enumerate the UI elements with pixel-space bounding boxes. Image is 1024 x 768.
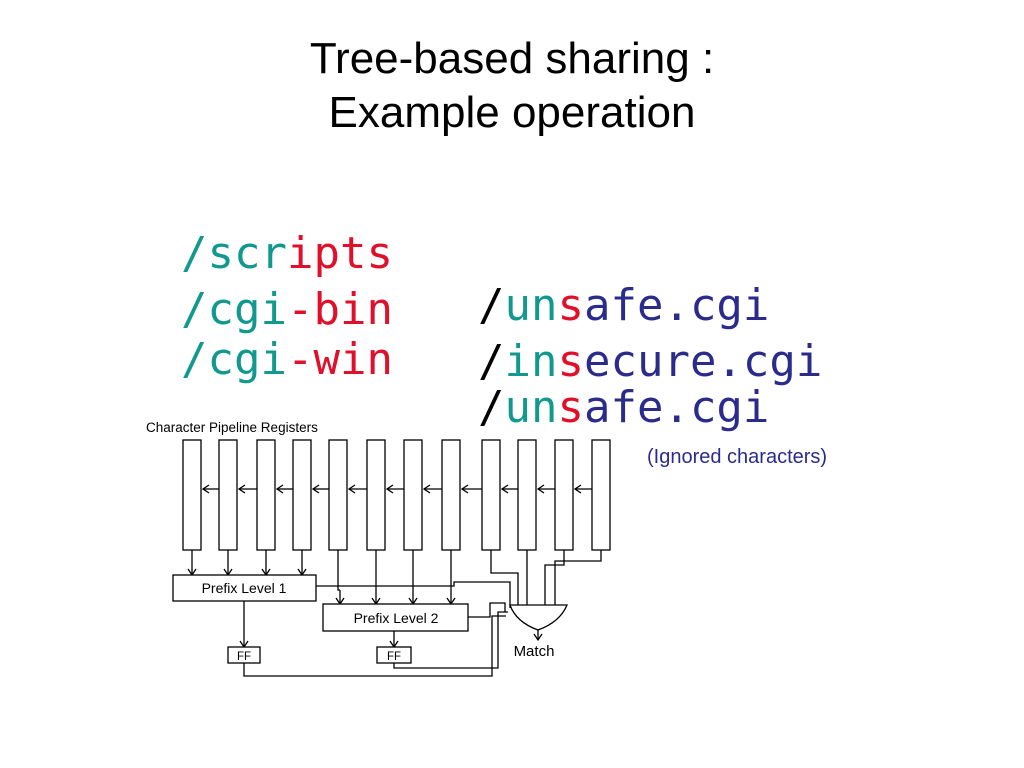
pipeline-register-1 [182, 439, 202, 551]
string-cgi-bin: /cgi-bin [181, 288, 393, 332]
right-string-3-segment-3: afe.cgi [583, 382, 770, 433]
registers-label: Character Pipeline Registers [146, 420, 318, 435]
right-string-3-segment-1: un [504, 382, 558, 433]
pipeline-register-8 [441, 439, 461, 551]
pipeline-register-12 [591, 439, 611, 551]
left-string-1-segment-1: scr [207, 228, 287, 279]
diagram-wires [187, 484, 602, 677]
pipeline-register-11 [554, 439, 574, 551]
left-string-1-segment-2: ipts [286, 228, 393, 279]
left-string-1-segment-0: / [181, 228, 208, 279]
right-string-2-segment-3: ecure.cgi [583, 336, 823, 387]
left-string-3-segment-1: cgi [207, 334, 287, 385]
string-scripts: /scripts [181, 232, 393, 276]
pipeline-register-3 [256, 439, 276, 551]
match-gate [509, 604, 568, 631]
ff-label-1: FF [237, 651, 251, 663]
prefix-level-2-box [322, 603, 469, 632]
pipeline-register-5 [328, 439, 348, 551]
prefix-level-1-box [172, 574, 317, 602]
left-string-2-segment-1: cgi [207, 284, 287, 335]
pipeline-register-9 [481, 439, 501, 551]
prefix-level-2-label: Prefix Level 2 [354, 610, 439, 626]
pipeline-register-7 [403, 439, 423, 551]
ff-box-2 [376, 646, 412, 664]
string-unsafe-cgi-1: /unsafe.cgi [478, 284, 769, 328]
title-line-2: Example operation [328, 88, 696, 137]
string-insecure-cgi: /insecure.cgi [478, 340, 822, 384]
register-column-group [182, 439, 611, 551]
right-string-3-segment-2: s [557, 382, 584, 433]
right-string-2-segment-2: s [557, 336, 584, 387]
left-string-3-segment-0: / [181, 334, 208, 385]
left-string-3-segment-2: -win [286, 334, 393, 385]
left-string-2-segment-2: -bin [286, 284, 393, 335]
string-unsafe-cgi-2: /unsafe.cgi [478, 386, 769, 430]
pipeline-register-4 [292, 439, 312, 551]
title-line-1: Tree-based sharing : [309, 34, 715, 83]
left-string-2-segment-0: / [181, 284, 208, 335]
ff-box-1 [227, 646, 261, 664]
right-string-3-segment-0: / [478, 382, 505, 433]
right-string-2-segment-0: / [478, 336, 505, 387]
pipeline-register-2 [218, 439, 238, 551]
slide-title: Tree-based sharing : Example operation [0, 32, 1024, 140]
pipeline-register-6 [366, 439, 386, 551]
match-label: Match [514, 643, 555, 660]
ignored-characters-note: (Ignored characters) [647, 446, 828, 468]
prefix-level-1-label: Prefix Level 1 [202, 580, 287, 596]
right-string-1-segment-0: / [478, 280, 505, 331]
right-string-1-segment-1: un [504, 280, 558, 331]
right-string-1-segment-2: s [557, 280, 584, 331]
pipeline-register-10 [517, 439, 537, 551]
ff-label-2: FF [387, 651, 401, 663]
right-string-1-segment-3: afe.cgi [583, 280, 770, 331]
string-cgi-win: /cgi-win [181, 338, 393, 382]
right-string-2-segment-1: in [504, 336, 558, 387]
